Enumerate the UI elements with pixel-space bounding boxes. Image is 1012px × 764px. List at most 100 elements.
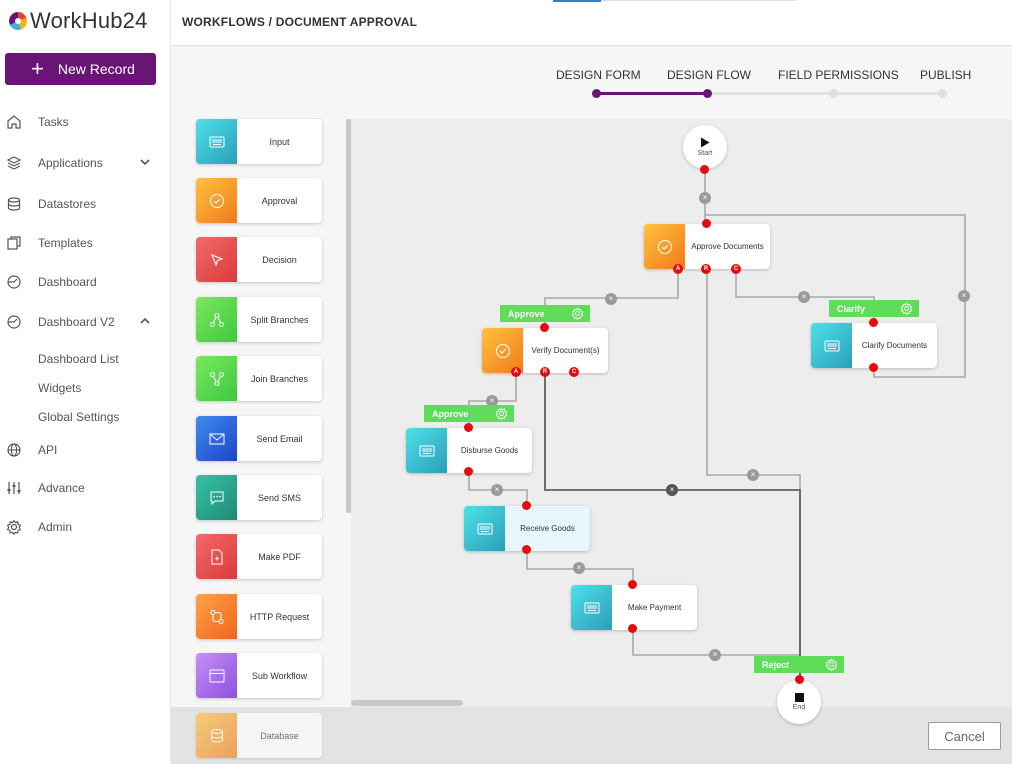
delete-connector-icon[interactable]: × <box>958 290 970 302</box>
step-dot-design-flow[interactable] <box>703 89 712 98</box>
flow-node-disburse-goods[interactable]: Disburse Goods <box>406 428 532 473</box>
nav-item-admin[interactable]: Admin <box>0 514 170 540</box>
flow-start-node[interactable]: Start <box>683 125 727 169</box>
approve-port-r[interactable]: R <box>701 264 711 274</box>
palette-item-send-email[interactable]: Send Email <box>196 416 322 461</box>
nav-subitem-widgets[interactable]: Widgets <box>38 381 82 395</box>
nav-item-applications[interactable]: Applications <box>0 150 170 176</box>
verify-port-a[interactable]: A <box>511 367 521 377</box>
delete-connector-icon[interactable]: × <box>709 649 721 661</box>
delete-connector-icon[interactable]: × <box>486 395 498 407</box>
flow-tag-approve[interactable]: Approve <box>424 405 514 422</box>
palette-label: Input <box>269 136 290 147</box>
step-design-form[interactable]: DESIGN FORM <box>556 68 641 82</box>
delete-connector-icon[interactable]: × <box>491 484 503 496</box>
verify-port-c[interactable]: C <box>569 367 579 377</box>
flow-node-verify-documents[interactable]: Verify Document(s) <box>482 328 608 373</box>
new-record-button[interactable]: + New Record <box>5 53 156 85</box>
flow-node-receive-goods[interactable]: Receive Goods <box>464 506 590 551</box>
nav-item-dashboard-v2[interactable]: Dashboard V2 <box>0 309 170 335</box>
gear-icon[interactable] <box>495 407 508 420</box>
gear-icon[interactable] <box>900 302 913 315</box>
tag-label: Clarify <box>837 303 866 314</box>
nav-item-advance[interactable]: Advance <box>0 475 170 501</box>
flow-node-clarify-documents[interactable]: Clarify Documents <box>811 323 937 368</box>
payment-output-port[interactable] <box>628 624 637 633</box>
delete-connector-icon[interactable]: × <box>747 469 759 481</box>
chevron-up-icon[interactable] <box>138 314 152 328</box>
wire-approve-top-loop <box>705 214 966 378</box>
approve-documents-input-port[interactable] <box>702 219 711 228</box>
delete-connector-icon[interactable]: × <box>666 484 678 496</box>
flow-end-node[interactable]: End <box>777 680 821 724</box>
clarify-output-port[interactable] <box>869 363 878 372</box>
gear-icon <box>6 519 22 535</box>
start-output-port[interactable] <box>700 165 709 174</box>
canvas-horizontal-scrollbar[interactable] <box>351 700 463 706</box>
cancel-button[interactable]: Cancel <box>928 722 1001 750</box>
step-dot-field-permissions[interactable] <box>829 89 838 98</box>
palette-item-send-sms[interactable]: Send SMS <box>196 475 322 520</box>
palette-item-database[interactable]: Database <box>196 713 322 758</box>
delete-connector-icon[interactable]: × <box>699 192 711 204</box>
palette-item-approval[interactable]: Approval <box>196 178 322 223</box>
disburse-input-port[interactable] <box>464 423 473 432</box>
nav-item-dashboard[interactable]: Dashboard <box>0 269 170 295</box>
receive-input-port[interactable] <box>522 501 531 510</box>
start-label: Start <box>697 150 713 157</box>
step-dot-design-form[interactable] <box>592 89 601 98</box>
palette-scrollbar[interactable] <box>346 119 351 513</box>
palette-label: Decision <box>262 254 297 265</box>
nav-label: Dashboard V2 <box>38 315 115 329</box>
palette-item-decision[interactable]: Decision <box>196 237 322 282</box>
tag-label: Approve <box>432 408 469 419</box>
nav-subitem-global-settings[interactable]: Global Settings <box>38 410 120 424</box>
step-dot-publish[interactable] <box>938 89 947 98</box>
delete-connector-icon[interactable]: × <box>798 291 810 303</box>
step-field-permissions[interactable]: FIELD PERMISSIONS <box>778 68 899 82</box>
flow-tag-clarify[interactable]: Clarify <box>829 300 919 317</box>
gear-icon[interactable] <box>571 307 584 320</box>
nav-item-tasks[interactable]: Tasks <box>0 109 170 135</box>
nav-label: Admin <box>38 520 73 534</box>
chevron-down-icon[interactable] <box>138 155 152 169</box>
app-logo[interactable]: WorkHub24 <box>8 8 148 34</box>
nav-subitem-dashboard-list[interactable]: Dashboard List <box>38 352 119 366</box>
node-label: Verify Document(s) <box>531 346 600 355</box>
palette-item-input[interactable]: Input <box>196 119 322 164</box>
payment-input-port[interactable] <box>628 580 637 589</box>
flow-tag-approve[interactable]: Approve <box>500 305 590 322</box>
flow-node-make-payment[interactable]: Make Payment <box>571 585 697 630</box>
cursor-icon <box>196 237 237 282</box>
flow-tag-reject[interactable]: Reject <box>754 656 844 673</box>
delete-connector-icon[interactable]: × <box>573 562 585 574</box>
nav-item-templates[interactable]: Templates <box>0 230 170 256</box>
approve-port-c[interactable]: C <box>731 264 741 274</box>
palette-item-join-branches[interactable]: Join Branches <box>196 356 322 401</box>
step-design-flow[interactable]: DESIGN FLOW <box>667 68 752 82</box>
flow-node-approve-documents[interactable]: Approve Documents <box>644 224 770 269</box>
delete-connector-icon[interactable]: × <box>605 293 617 305</box>
palette-label: Send SMS <box>257 492 302 503</box>
nav-item-api[interactable]: API <box>0 437 170 463</box>
end-input-port[interactable] <box>795 675 804 684</box>
nav-label: API <box>38 443 58 457</box>
receive-output-port[interactable] <box>522 545 531 554</box>
node-label: Disburse Goods <box>460 446 519 455</box>
verify-input-port[interactable] <box>540 323 549 332</box>
palette-item-http-request[interactable]: HTTP Request <box>196 594 322 639</box>
node-label: Receive Goods <box>520 524 575 533</box>
verify-port-r[interactable]: R <box>540 367 550 377</box>
step-publish[interactable]: PUBLISH <box>920 68 972 82</box>
clarify-input-port[interactable] <box>869 318 878 327</box>
approve-port-a[interactable]: A <box>673 264 683 274</box>
nav-item-datastores[interactable]: Datastores <box>0 191 170 217</box>
palette-label: Make PDF <box>258 551 301 562</box>
palette-item-split-branches[interactable]: Split Branches <box>196 297 322 342</box>
gauge-icon <box>7 275 21 289</box>
new-record-label: New Record <box>57 61 135 77</box>
disburse-output-port[interactable] <box>464 467 473 476</box>
palette-item-sub-workflow[interactable]: Sub Workflow <box>196 653 322 698</box>
gear-icon[interactable] <box>825 658 838 671</box>
palette-item-make-pdf[interactable]: Make PDF <box>196 534 322 579</box>
